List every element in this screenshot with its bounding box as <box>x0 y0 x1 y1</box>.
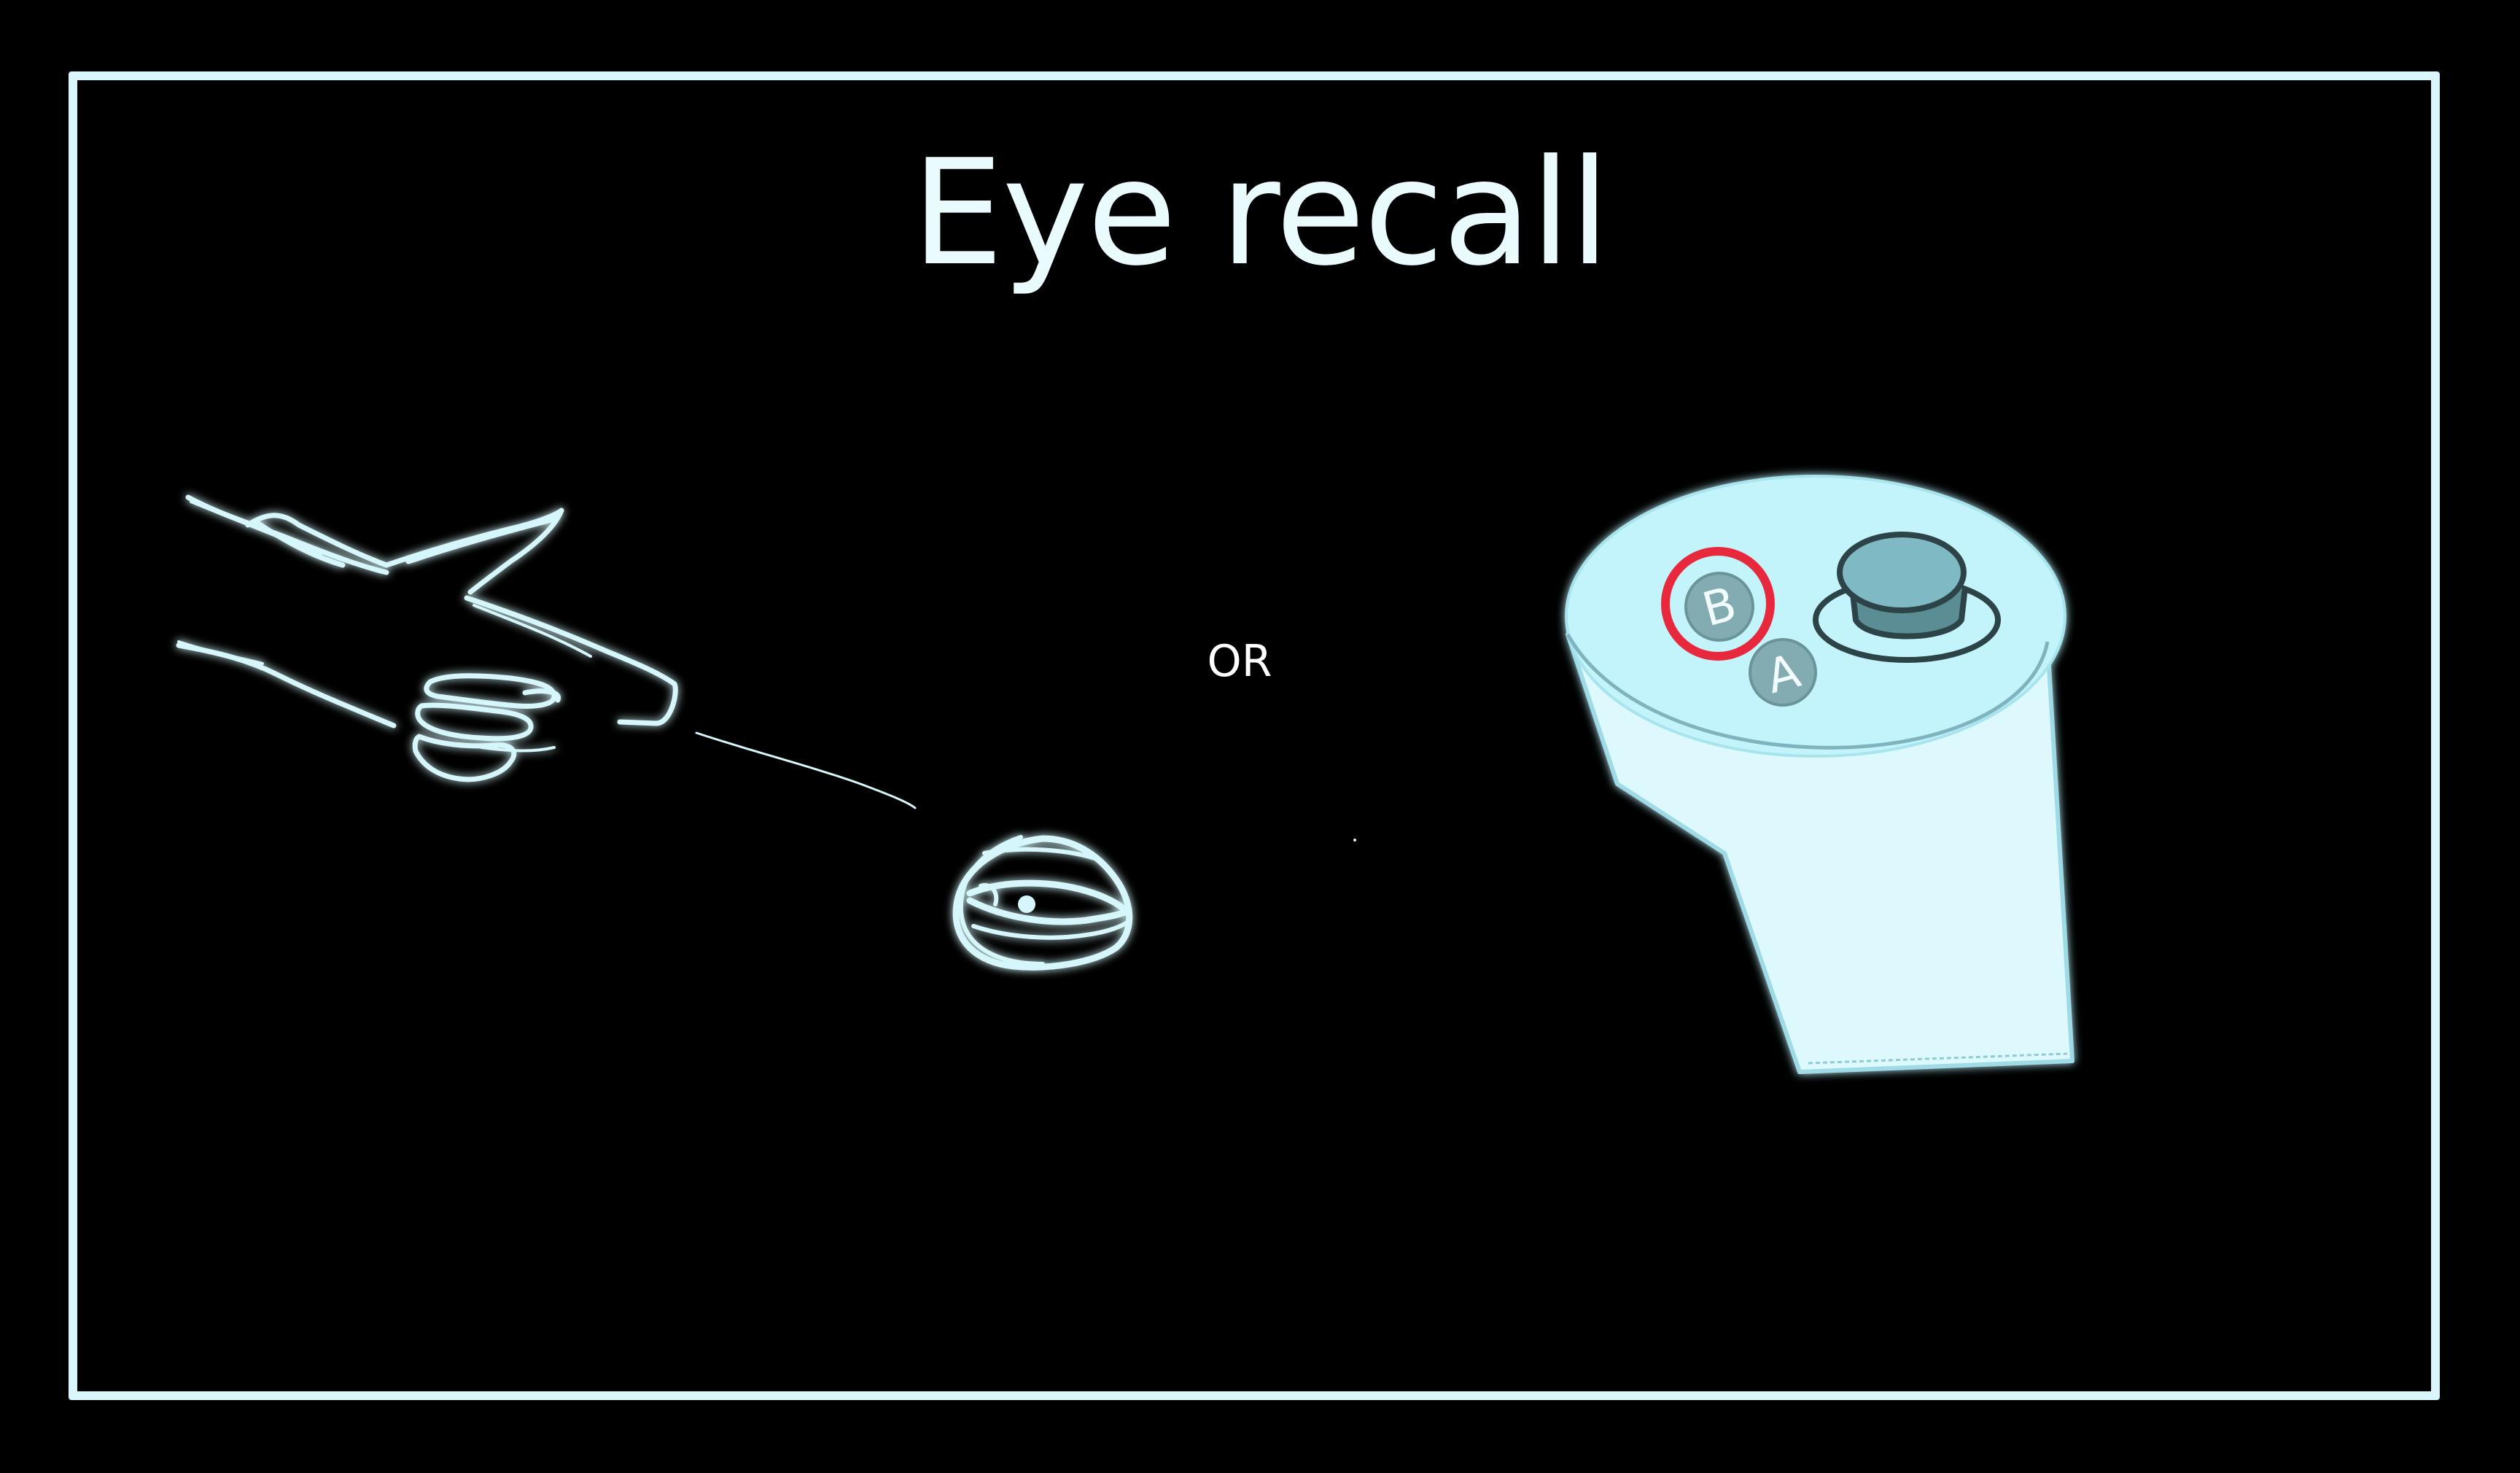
stray-mark <box>1353 839 1356 842</box>
or-separator: OR <box>1207 636 1272 687</box>
vr-controller-icon <box>1565 475 2074 1074</box>
eye-icon <box>952 835 1133 971</box>
b-button: B <box>1661 547 1775 661</box>
highlight-ring <box>1661 547 1775 661</box>
thumbstick <box>1813 532 2001 663</box>
pointer-trail <box>695 731 917 809</box>
a-button: A <box>1749 638 1817 707</box>
eye-pupil <box>1018 895 1035 913</box>
pointing-hand-icon <box>176 494 678 782</box>
slide-frame <box>69 71 2440 1400</box>
slide-title: Eye recall <box>911 128 1610 298</box>
